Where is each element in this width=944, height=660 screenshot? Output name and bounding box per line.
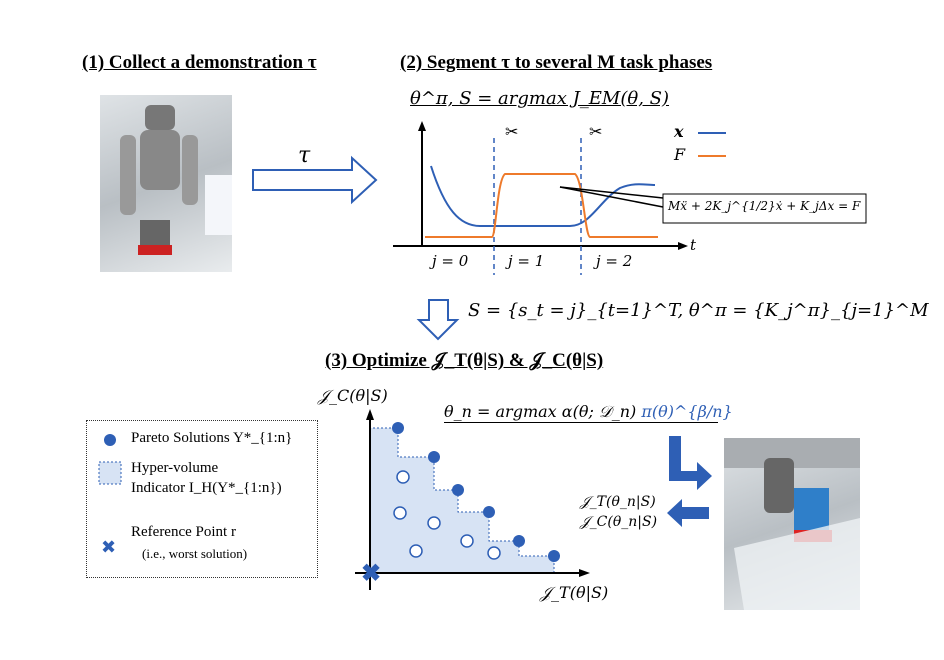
legend-hypervolume-icon: [98, 461, 122, 485]
robot-arm-illustration: [724, 438, 860, 610]
robot-illustration: [120, 105, 232, 255]
step2-title: (2) Segment τ to several M task phases: [400, 52, 713, 73]
acquisition-main: θ_n = argmax α(θ; 𝒟_n): [444, 402, 637, 421]
feedback-jc: 𝒥_C(θ_n|S): [580, 514, 658, 530]
dynamics-equation: Mẍ + 2K_j^{1/2}ẋ + K_jΔx = F: [668, 199, 861, 213]
legend-x-label: x: [674, 122, 684, 141]
acquisition-equation: θ_n = argmax α(θ; 𝒟_n) π(θ)^{β/n}: [444, 402, 733, 423]
dominated-solutions: [393, 470, 501, 560]
x-trajectory: [430, 165, 656, 227]
step1-title: (1) Collect a demonstration τ: [82, 52, 317, 73]
execute-arrow: [669, 436, 712, 490]
plot2-xlabel: 𝒥_T(θ|S): [540, 583, 609, 602]
legend-hv-2: Indicator I_H(Y*_{1:n}): [131, 480, 282, 496]
tau-label: τ: [298, 143, 311, 168]
scissors-icon: ✂: [589, 122, 602, 141]
step3-title: (3) Optimize 𝒥_T(θ|S) & 𝒥_C(θ|S): [325, 350, 604, 371]
legend-F-label: F: [674, 145, 686, 164]
legend-box: [86, 420, 318, 578]
scissors-icon: ✂: [505, 122, 518, 141]
feedback-arrow: [667, 499, 709, 527]
phase-label-2: j = 2: [596, 252, 633, 270]
callout-box: [662, 193, 867, 224]
phase-label-0: j = 0: [432, 252, 469, 270]
phase-label-1: j = 1: [508, 252, 545, 270]
legend-ref-2: (i.e., worst solution): [142, 546, 248, 561]
hypervolume-region: [369, 427, 555, 574]
execution-photo: [724, 438, 860, 610]
segment-to-optimize-arrow: [416, 299, 460, 341]
acquisition-prior: π(θ)^{β/n}: [641, 402, 733, 421]
plot2-ylabel: 𝒥_C(θ|S): [318, 386, 388, 405]
feedback-jt: 𝒥_T(θ_n|S): [580, 494, 656, 510]
pareto-solutions: [392, 422, 560, 562]
legend-pareto-icon: [104, 434, 116, 446]
em-objective: θ^π, S = argmax J_EM(θ, S): [410, 88, 670, 109]
legend-pareto: Pareto Solutions Y*_{1:n}: [131, 430, 293, 446]
demonstration-photo: [100, 95, 232, 272]
t-axis-label: t: [690, 236, 697, 254]
legend-ref-1: Reference Point r: [131, 524, 236, 540]
legend-reference-icon: ✖: [101, 537, 116, 558]
force-trajectory: [425, 173, 658, 238]
legend-hv-1: Hyper-volume: [131, 460, 219, 476]
demo-to-segment-arrow: [252, 155, 378, 205]
segmentation-equation: S = {s_t = j}_{t=1}^T, θ^π = {K_j^π}_{j=…: [468, 300, 929, 321]
reference-point-icon: ✖: [361, 558, 381, 587]
